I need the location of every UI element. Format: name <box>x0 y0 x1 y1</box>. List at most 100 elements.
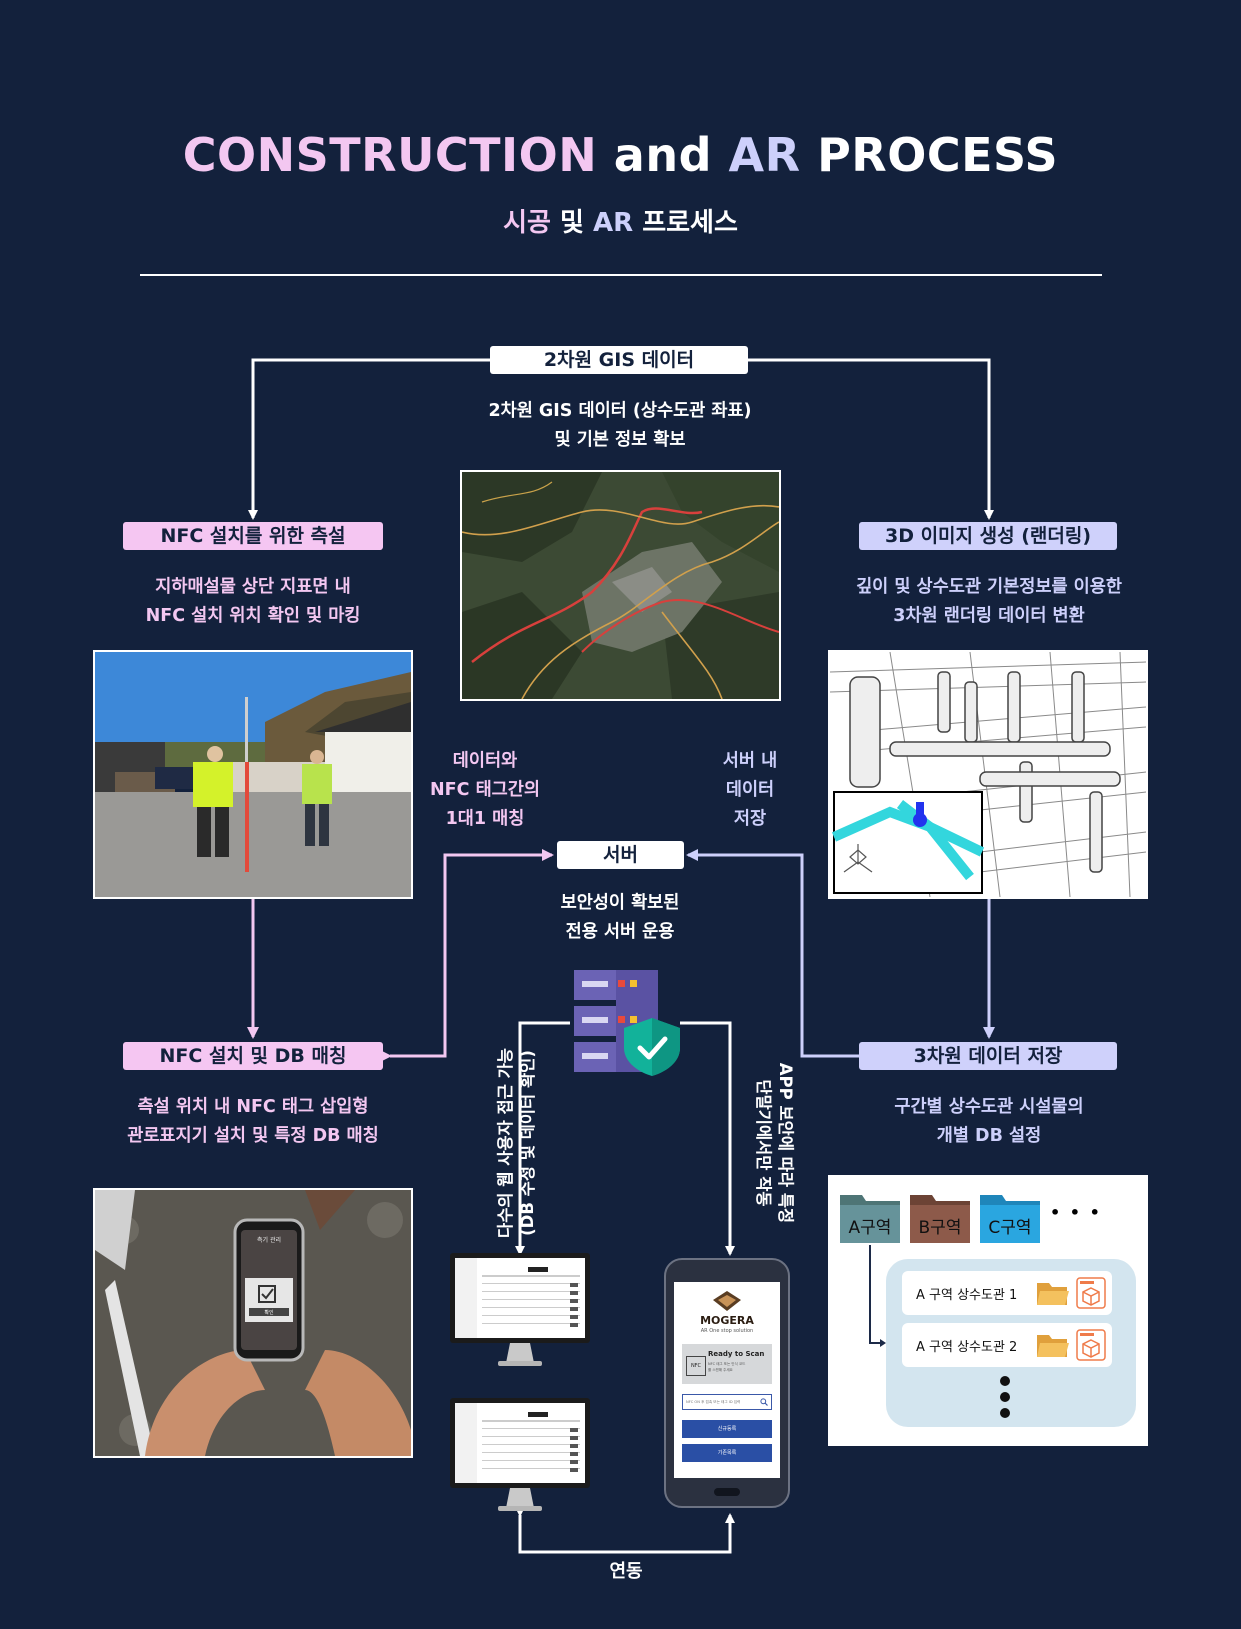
edge-label-storage: 서버 내 데이터 저장 <box>680 747 820 834</box>
sub-item-2-label: A 구역 상수도관 2 <box>916 1340 1018 1355</box>
sub-item-1: A 구역 상수도관 1 <box>902 1271 1112 1315</box>
title-and: and <box>597 128 729 182</box>
render3d-desc-line2: 3차원 랜더링 데이터 변환 <box>893 606 1085 626</box>
app-tagline: AR One stop solution <box>700 1328 754 1334</box>
edge-label-web: 다수의 웹 사용자 접근 가능 (DB 수정 및 데이터 확인) <box>495 1018 541 1268</box>
web-monitor-2 <box>450 1398 590 1513</box>
store3d-desc-line2: 개별 DB 설정 <box>936 1126 1042 1146</box>
arrow-link <box>515 1507 735 1554</box>
3d-model-file-icon <box>1076 1329 1106 1361</box>
matching-line2: NFC 태그간의 <box>430 780 540 800</box>
nfc-badge: NFC <box>686 1356 706 1376</box>
web-line2: (DB 수정 및 데이터 확인) <box>518 1050 537 1236</box>
node-render3d-desc: 깊이 및 상수도관 기본정보를 이용한 3차원 랜더링 데이터 변환 <box>809 573 1169 631</box>
smartphone-app: MOGERA AR One stop solution NFC Ready to… <box>664 1258 790 1508</box>
folder-b-label: B구역 <box>918 1218 962 1238</box>
server-desc-line2: 전용 서버 운용 <box>565 922 675 942</box>
nfc-install-photo: 측기 관리 확인 <box>93 1188 413 1458</box>
app-line2: 단말기에서만 작동 <box>754 1079 773 1207</box>
more-folders: • • • <box>1050 1203 1102 1222</box>
page-subtitle: 시공 및 AR 프로세스 <box>0 202 1241 239</box>
node-nfc-install-desc: 측설 위치 내 NFC 태그 삽입형 관로표지기 설치 및 특정 DB 매칭 <box>73 1093 433 1151</box>
subtitle-process: 프로세스 <box>633 208 738 238</box>
scan-sub2: 를 스캔해 주세요 <box>708 1368 733 1372</box>
storage-line2: 데이터 <box>725 780 775 800</box>
title-ar: AR <box>728 128 801 182</box>
nfc-install-desc-line2: 관로표지기 설치 및 특정 DB 매칭 <box>127 1126 379 1146</box>
web-monitor-1 <box>450 1253 590 1368</box>
subtitle-ar: AR <box>592 208 634 238</box>
arrow-server-to-app <box>680 1021 735 1256</box>
app-brand: MOGERA <box>700 1314 754 1327</box>
title-divider <box>140 274 1102 276</box>
server-desc-line1: 보안성이 확보된 <box>560 893 680 913</box>
gis-satellite-map <box>460 470 781 701</box>
folder-c: C구역 <box>980 1191 1040 1243</box>
matching-line3: 1대1 매칭 <box>445 809 525 829</box>
folder-b: B구역 <box>910 1191 970 1243</box>
title-process: PROCESS <box>800 128 1059 182</box>
tree-connector <box>869 1245 886 1347</box>
node-server-label: 서버 <box>557 841 684 869</box>
node-gis-desc: 2차원 GIS 데이터 (상수도관 좌표) 및 기본 정보 확보 <box>420 397 820 455</box>
subtitle-construction: 시공 <box>503 208 551 238</box>
nfc-measure-desc-line1: 지하매설물 상단 지표면 내 <box>155 577 351 597</box>
nfc-measure-desc-line2: NFC 설치 위치 확인 및 마킹 <box>145 606 361 626</box>
sub-item-2: A 구역 상수도관 2 <box>902 1323 1112 1367</box>
scan-sub1: NFC 태그 또는 인식 코드 <box>708 1362 746 1366</box>
storage-line1: 서버 내 <box>722 751 778 771</box>
edge-label-matching: 데이터와 NFC 태그간의 1대1 매칭 <box>410 747 560 834</box>
subtitle-and: 및 <box>550 208 593 238</box>
arrow-gis-to-nfc-measure <box>248 358 490 520</box>
node-render3d-label: 3D 이미지 생성 (랜더링) <box>859 522 1117 550</box>
node-store3d-label: 3차원 데이터 저장 <box>859 1042 1117 1070</box>
folder-c-label: C구역 <box>988 1218 1032 1238</box>
arrow-install-server <box>380 849 554 1062</box>
gis-desc-line1: 2차원 GIS 데이터 (상수도관 좌표) <box>488 401 752 421</box>
secure-server-icon <box>572 968 682 1078</box>
existing-list-button[interactable]: 기존목록 <box>682 1444 772 1462</box>
render3d-image <box>828 650 1148 899</box>
store3d-desc-line1: 구간별 상수도관 시설물의 <box>894 1097 1084 1117</box>
scan-card: NFC Ready to Scan NFC 태그 또는 인식 코드 를 스캔해 … <box>682 1344 772 1384</box>
mogera-logo-icon <box>712 1290 742 1312</box>
3d-model-file-icon <box>1076 1277 1106 1309</box>
edge-label-link: 연동 <box>609 1561 643 1582</box>
gis-desc-line2: 및 기본 정보 확보 <box>554 430 686 450</box>
vertical-ellipsis-icon <box>998 1375 1012 1419</box>
folder-open-icon <box>1037 1333 1069 1357</box>
page-title: CONSTRUCTION and AR PROCESS <box>0 128 1241 182</box>
edge-label-app: APP 보안에 따라 특정 단말기에서만 작동 <box>750 1018 796 1268</box>
arrow-store-to-server <box>686 849 860 1058</box>
arrow-gis-to-render3d <box>748 358 994 520</box>
storage-line3: 저장 <box>733 809 767 829</box>
db-structure-panel: A구역 B구역 C구역 • • • A 구역 상수도관 1 A <box>828 1175 1148 1446</box>
folder-a: A구역 <box>840 1191 900 1243</box>
search-icon[interactable] <box>760 1398 768 1406</box>
site-survey-photo <box>93 650 413 899</box>
nfc-install-desc-line1: 측설 위치 내 NFC 태그 삽입형 <box>137 1097 369 1117</box>
node-nfc-install-label: NFC 설치 및 DB 매칭 <box>123 1042 383 1070</box>
title-construction: CONSTRUCTION <box>182 128 598 182</box>
photo-phone-button: 확인 <box>264 1309 274 1316</box>
node-store3d-desc: 구간별 상수도관 시설물의 개별 DB 설정 <box>809 1093 1169 1151</box>
app-line1: APP 보안에 따라 특정 <box>776 1062 795 1224</box>
tag-search-input[interactable]: NFC ON 후 접촉 또는 태그 ID 입력 <box>682 1394 772 1410</box>
node-gis-label: 2차원 GIS 데이터 <box>490 346 748 374</box>
node-nfc-measure-desc: 지하매설물 상단 지표면 내 NFC 설치 위치 확인 및 마킹 <box>73 573 433 631</box>
arrow-server-to-web <box>515 1021 570 1256</box>
app-screen: MOGERA AR One stop solution NFC Ready to… <box>674 1282 780 1478</box>
sub-item-1-label: A 구역 상수도관 1 <box>916 1288 1018 1303</box>
sub-items-box: A 구역 상수도관 1 A 구역 상수도관 2 <box>886 1259 1136 1427</box>
new-register-button[interactable]: 신규등록 <box>682 1420 772 1438</box>
web-line1: 다수의 웹 사용자 접근 가능 <box>496 1048 515 1238</box>
render3d-desc-line1: 깊이 및 상수도관 기본정보를 이용한 <box>856 577 1122 597</box>
tag-search-placeholder: NFC ON 후 접촉 또는 태그 ID 입력 <box>686 1400 741 1404</box>
phone-home-button <box>714 1488 740 1496</box>
photo-phone-header: 측기 관리 <box>257 1236 281 1244</box>
scan-title: Ready to Scan <box>708 1350 765 1358</box>
folder-open-icon <box>1037 1281 1069 1305</box>
node-server-desc: 보안성이 확보된 전용 서버 운용 <box>480 889 760 947</box>
node-nfc-measure-label: NFC 설치를 위한 측설 <box>123 522 383 550</box>
